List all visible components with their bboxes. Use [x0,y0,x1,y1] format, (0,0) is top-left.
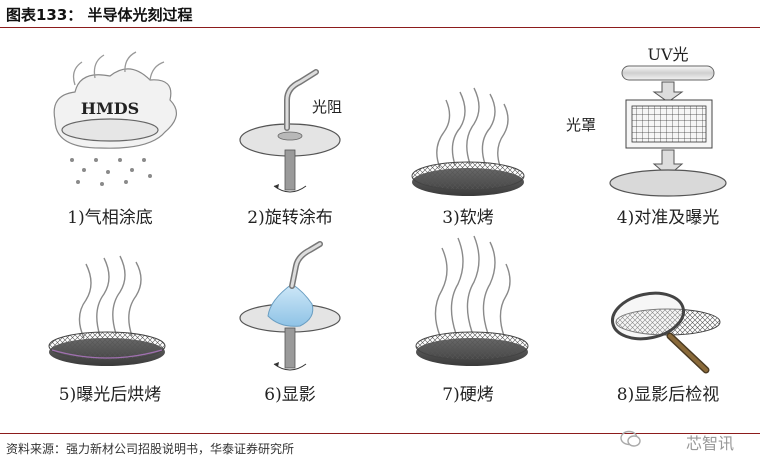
figure-title: 图表133： 半导体光刻过程 [6,6,193,24]
bottom-rule [0,433,760,434]
step-8-inspection-illustration [610,291,721,374]
uv-light-label: UV光 [647,45,688,64]
step-caption-4: 4)对准及曝光 [616,208,720,228]
step-7-hard-bake-illustration [415,235,529,366]
wechat-icon [620,430,641,447]
source-note: 资料来源：强力新材公司招股说明书，华泰证券研究所 [6,442,295,456]
step-caption-1: 1)气相涂底 [67,208,153,228]
step-caption-8: 8)显影后检视 [616,385,720,405]
step-5-post-exposure-bake-illustration [48,255,166,366]
step-caption-6: 6)显影 [264,385,316,405]
step-caption-5: 5)曝光后烘烤 [58,385,162,405]
step-4-exposure-illustration: UV光 光罩 [566,45,727,197]
step-6-develop-illustration [239,241,341,371]
photoresist-label: 光阻 [312,98,342,116]
top-rule [0,27,760,28]
step-caption-7: 7)硬烤 [442,385,494,405]
step-1-vapor-prime-illustration: HMDS [53,51,177,186]
step-caption-3: 3)软烤 [442,208,494,228]
hmds-label: HMDS [81,99,139,118]
step-caption-2: 2)旋转涂布 [247,208,333,228]
step-3-soft-bake-illustration [411,87,525,196]
photomask-label: 光罩 [566,116,596,134]
step-2-spin-coat-illustration: 光阻 [239,69,342,193]
watermark: 芯智讯 [685,434,734,453]
